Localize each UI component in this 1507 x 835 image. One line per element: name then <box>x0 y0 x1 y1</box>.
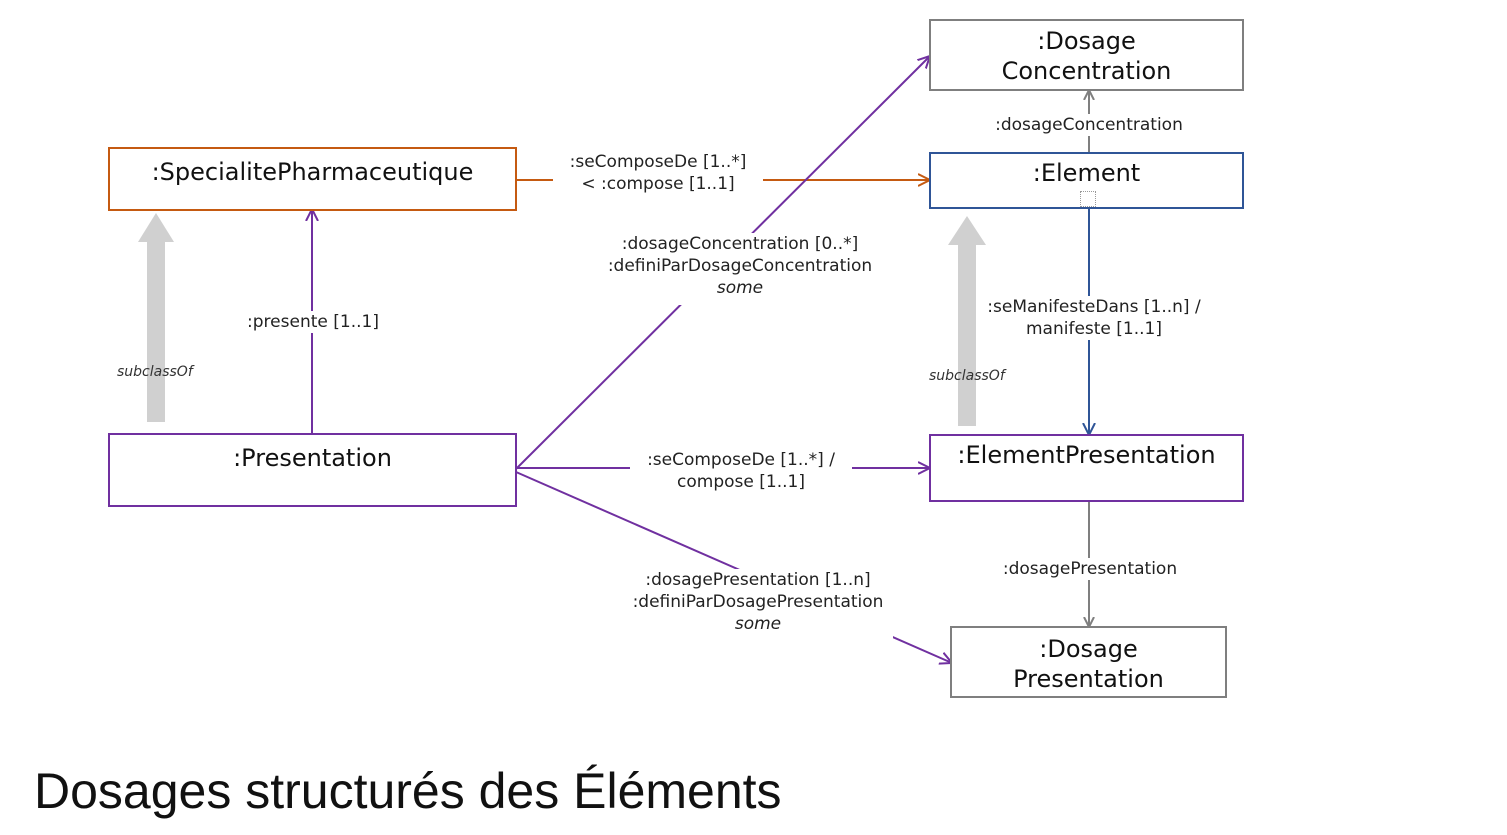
node-element-presentation[interactable]: :ElementPresentation <box>929 434 1244 502</box>
label-se-manifeste-dans: :seManifesteDans [1..n] / manifeste [1..… <box>983 296 1205 340</box>
node-dosage-presentation-line2: Presentation <box>1013 665 1164 693</box>
node-element-label: :Element <box>1032 159 1141 187</box>
label-line: manifeste [1..1] <box>1025 319 1162 339</box>
node-presentation[interactable]: :Presentation <box>108 433 517 507</box>
label-line: :seManifesteDans [1..n] / <box>987 297 1201 317</box>
label-line: :presente [1..1] <box>247 312 379 332</box>
label-dosage-presentation-right: :dosagePresentation <box>995 558 1185 580</box>
subclass-arrow-right <box>948 216 986 426</box>
node-dosage-concentration-line1: :Dosage <box>1037 27 1136 55</box>
subclass-label-right: subclassOf <box>929 368 1005 384</box>
label-line: < :compose [1..1] <box>581 174 735 194</box>
label-line: :dosageConcentration <box>995 115 1183 135</box>
label-line: :definiParDosageConcentration <box>607 256 873 276</box>
node-dosage-concentration-line2: Concentration <box>1001 57 1172 85</box>
label-dosage-concentration-rel: :dosageConcentration [0..*] :definiParDo… <box>598 233 882 305</box>
label-presente: :presente [1..1] <box>244 311 382 333</box>
node-specialite-label: :SpecialitePharmaceutique <box>151 158 474 186</box>
subclass-label-left: subclassOf <box>117 364 193 380</box>
node-dosage-presentation[interactable]: :Dosage Presentation <box>950 626 1227 698</box>
label-line: :dosagePresentation [1..n] <box>645 570 871 590</box>
node-element-presentation-label: :ElementPresentation <box>957 441 1216 469</box>
node-presentation-label: :Presentation <box>233 444 392 472</box>
label-line: some <box>734 614 782 634</box>
node-element[interactable]: :Element <box>929 152 1244 209</box>
label-line: :dosagePresentation <box>1002 559 1178 579</box>
label-dosage-concentration-top: :dosageConcentration <box>985 114 1193 136</box>
label-line: compose [1..1] <box>677 472 805 492</box>
label-se-compose-de-presentation: :seComposeDe [1..*] / compose [1..1] <box>630 449 852 493</box>
label-line: :seComposeDe [1..*] / <box>647 450 835 470</box>
subclass-arrow-left <box>138 213 174 422</box>
label-dosage-presentation-rel: :dosagePresentation [1..n] :definiParDos… <box>623 569 893 639</box>
label-line: :seComposeDe [1..*] <box>569 152 747 172</box>
label-se-compose-de-element: :seComposeDe [1..*] < :compose [1..1] <box>553 151 763 195</box>
node-dosage-presentation-line1: :Dosage <box>1039 635 1138 663</box>
connection-handle[interactable] <box>1080 191 1096 207</box>
label-line: :definiParDosagePresentation <box>632 592 884 612</box>
label-line: some <box>716 278 764 298</box>
label-line: :dosageConcentration [0..*] <box>621 234 859 254</box>
node-specialite-pharmaceutique[interactable]: :SpecialitePharmaceutique <box>108 147 517 211</box>
slide-title: Dosages structurés des Éléments <box>34 763 782 819</box>
node-dosage-concentration[interactable]: :Dosage Concentration <box>929 19 1244 91</box>
